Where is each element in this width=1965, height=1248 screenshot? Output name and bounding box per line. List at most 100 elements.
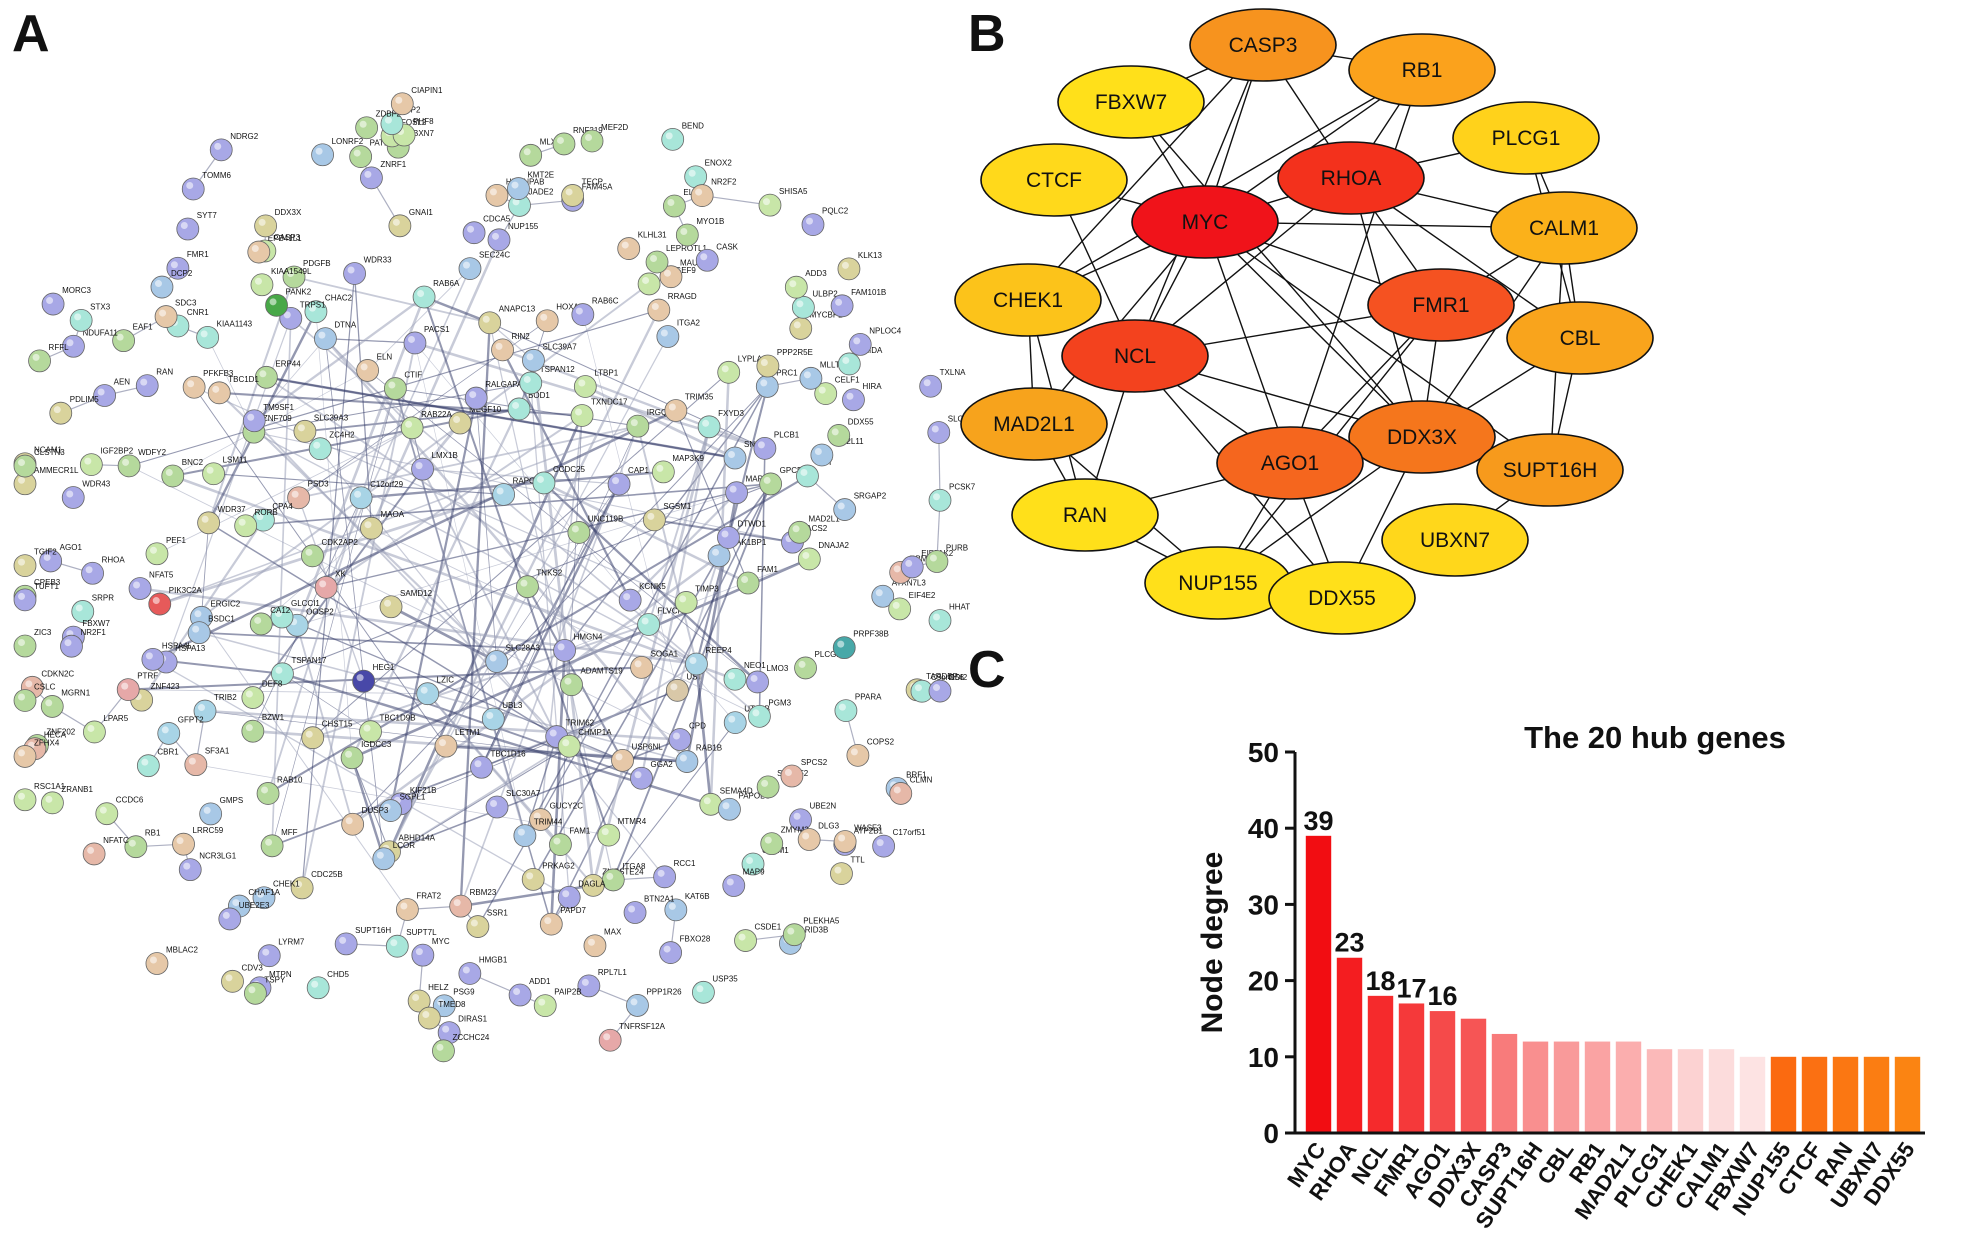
network-a-node-label: FAM1 <box>757 565 778 574</box>
network-a-node-highlight <box>165 468 173 476</box>
network-a-node-label: PEF1 <box>166 536 187 545</box>
network-a-node-label: WDR37 <box>218 505 247 514</box>
network-a-edge <box>612 722 736 881</box>
network-a-node-label: BSDC1 <box>208 615 235 624</box>
network-a-node-label: RIN2 <box>512 332 531 341</box>
network-a-node-highlight <box>641 617 649 625</box>
network-a-node-label: RAPGEF2 <box>513 476 551 485</box>
network-a-edge <box>367 370 758 683</box>
network-a-node-label: LSM11 <box>223 456 248 465</box>
network-a-edge <box>324 338 385 859</box>
network-a-node-gfpt2: GFPT2 <box>157 715 204 745</box>
network-a-node-highlight <box>526 353 534 361</box>
network-a-node-label: SEC24C <box>479 251 510 260</box>
network-a-edge <box>267 475 808 795</box>
network-a-node-samd12: SAMD12 <box>379 589 433 619</box>
network-a-node-highlight <box>689 656 697 664</box>
network-a-node-highlight <box>470 919 478 927</box>
network-a-node-label: PLCG1 <box>815 650 842 659</box>
network-a-node-highlight <box>274 610 282 618</box>
network-a-node-highlight <box>360 363 368 371</box>
network-a-node-label: NEO1 <box>744 661 766 670</box>
network-a-node-label: TSPAN12 <box>540 365 576 374</box>
network-a-node-label: IGDCC3 <box>361 740 392 749</box>
network-a-node-highlight <box>363 724 371 732</box>
network-a-node-label: CDCA5 <box>483 215 511 224</box>
bar-nup155 <box>1770 1056 1797 1132</box>
network-a-node-cdca5: CDCA5 <box>462 215 511 245</box>
network-a-node-highlight <box>474 760 482 768</box>
network-a-node-timp3: TIMP3 <box>674 584 719 614</box>
network-a-node-highlight <box>345 750 353 758</box>
network-a-node-ssr1: SSR1 <box>466 909 508 938</box>
bar-ncl <box>1367 995 1394 1132</box>
network-a-node-label: UBL3 <box>502 701 523 710</box>
network-a-node-rapgef2: RAPGEF2 <box>492 476 551 506</box>
network-a-node-xk: XK <box>314 569 346 599</box>
network-a-node-label: KCNK5 <box>639 582 666 591</box>
network-a-node-label: ITGA8 <box>622 862 646 871</box>
network-a-node-label: CPA4 <box>272 502 293 511</box>
network-a-node-pdgfb: PDGFB <box>282 259 331 289</box>
network-a-node-label: TBC1D16 <box>490 749 526 758</box>
network-a-node-trps1: TRPS1 <box>279 300 326 330</box>
network-a-node-label: CHMP1A <box>578 728 612 737</box>
network-a-node-highlight <box>192 625 200 633</box>
network-a-node-label: SAMD12 <box>400 589 433 598</box>
panel-letter-b: B <box>968 5 1006 63</box>
network-a-node-highlight <box>489 654 497 662</box>
network-a-node-highlight <box>670 683 678 691</box>
network-a-node-label: SLC39A3 <box>314 413 349 422</box>
network-a-node-label: RHOA <box>102 555 126 564</box>
network-a-node-slc39a3: SLC39A3 <box>293 413 349 443</box>
network-a-node-highlight <box>122 458 130 466</box>
network-a-node-label: SEMA4D <box>720 786 753 795</box>
chart-title: The 20 hub genes <box>1524 720 1786 755</box>
network-a-node-highlight <box>265 838 273 846</box>
network-a-node-highlight <box>750 674 758 682</box>
network-a-node-dagla: DAGLA <box>557 879 606 909</box>
network-a-node-ca12: CA12 <box>249 606 291 636</box>
bar-fbxw7 <box>1739 1056 1766 1132</box>
network-a-node-highlight <box>615 753 623 761</box>
network-a-node-highlight <box>763 476 771 484</box>
network-a-node-rhoa: RHOA <box>81 555 126 585</box>
network-a-node-highlight <box>188 757 196 765</box>
network-a-node-label: MTMR4 <box>618 817 647 826</box>
network-a-edge <box>208 522 558 738</box>
network-a-node-label: SF3A1 <box>205 747 230 756</box>
network-a-node-highlight <box>305 730 313 738</box>
network-a-node-highlight <box>512 401 520 409</box>
network-a-node-highlight <box>254 616 262 624</box>
network-a-node-label: ZC4H2 <box>329 431 355 440</box>
network-a-node-highlight <box>536 475 544 483</box>
network-a-edge <box>282 673 371 732</box>
network-a-edge <box>502 348 766 450</box>
bar-rb1 <box>1584 1041 1611 1132</box>
network-a-node-highlight <box>256 513 264 521</box>
network-a-edge <box>526 586 624 761</box>
network-a-node-highlight <box>729 485 737 493</box>
network-a-node-label: GGA2 <box>651 760 674 769</box>
network-a-edge <box>532 360 595 886</box>
network-a-node-slc30a7: SLC30A7 <box>485 789 541 819</box>
network-a-node-chac2: CHAC2 <box>304 294 353 324</box>
network-a-node-pacs1: PACS1 <box>403 325 450 355</box>
network-a-node-label: TIMP3 <box>695 584 719 593</box>
bar-ctcf <box>1801 1056 1828 1132</box>
network-a-node-slc28a3: SLC28A3 <box>485 643 540 673</box>
network-a-node-highlight <box>760 359 768 367</box>
network-a-node-label: DNAJA2 <box>818 541 849 550</box>
network-a-node-label: KIAA1143 <box>217 319 253 328</box>
network-a-node-label: CDC25B <box>311 870 343 879</box>
network-a-node-highlight <box>275 666 283 674</box>
network-a-edge <box>702 194 771 206</box>
network-a-edge <box>159 493 505 606</box>
network-a-node-label: PRPF38B <box>853 630 889 639</box>
network-a-node-label: LZIC <box>437 676 455 685</box>
network-a-node-highlight <box>760 379 768 387</box>
network-a-node-label: ZMPSTE24 <box>602 867 644 876</box>
network-a-node-hoxa5: HOXA5 <box>535 303 584 333</box>
network-a-node-label: ADAMTS19 <box>580 667 623 676</box>
network-a-node-highlight <box>133 581 141 589</box>
